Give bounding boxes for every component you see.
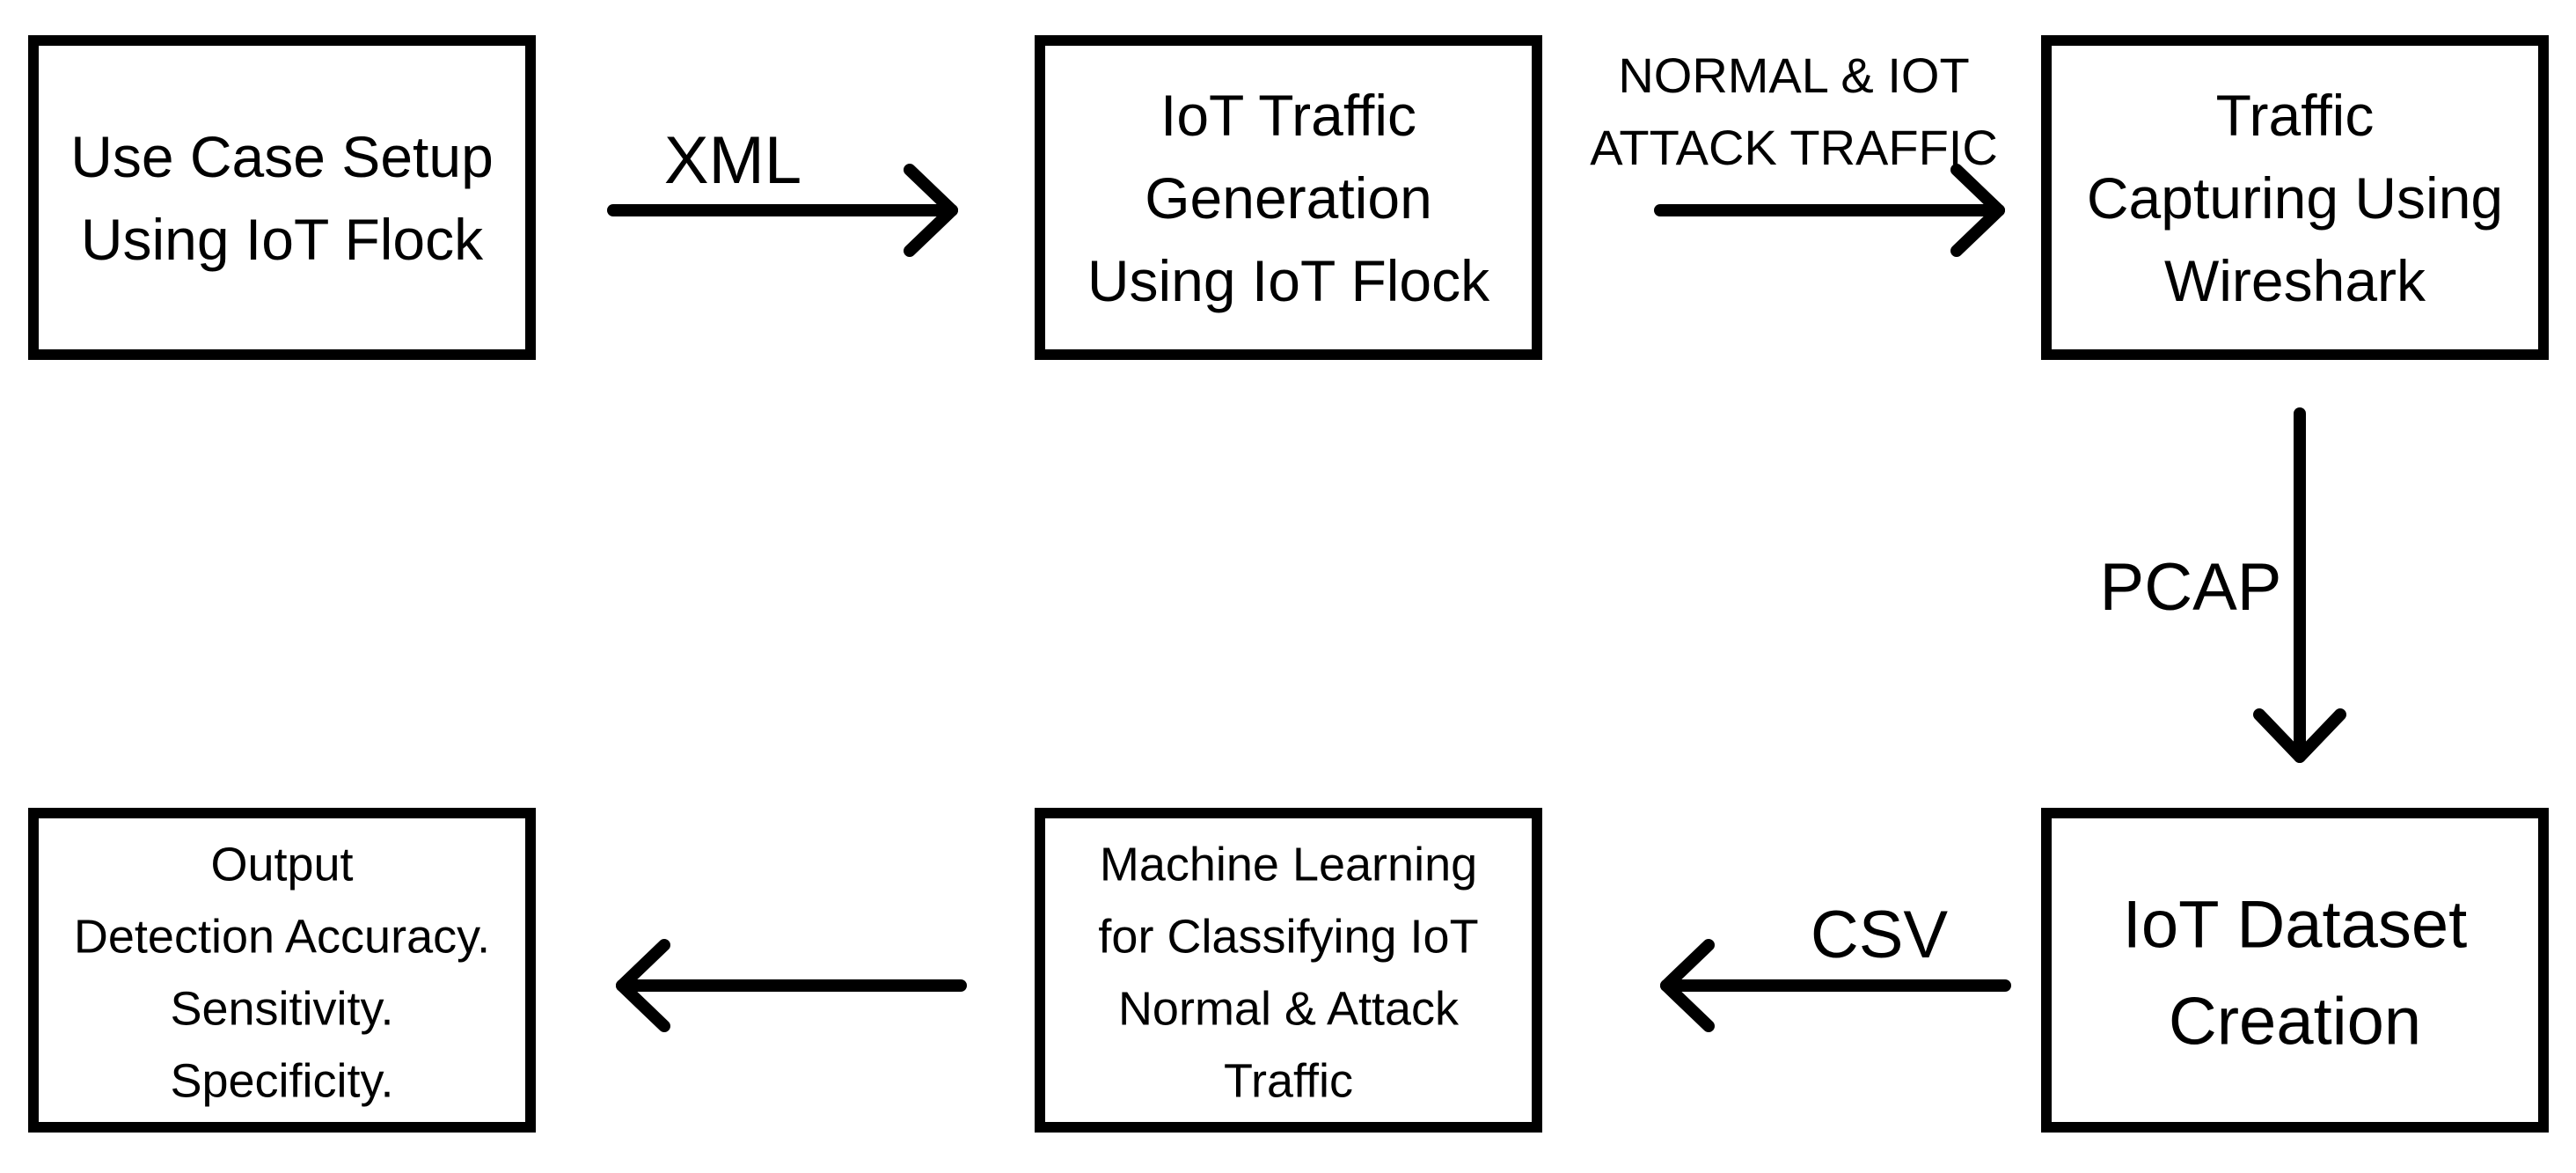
- node-label-line: Generation: [1145, 165, 1432, 231]
- edges-layer: XML NORMAL & IOT ATTACK TRAFFIC PCAP CSV: [607, 48, 2346, 1032]
- edge-label-line: PCAP: [2100, 550, 2282, 625]
- edge-label-line: XML: [664, 123, 801, 198]
- node-machine-learning: Machine Learning for Classifying IoT Norma…: [1035, 808, 1542, 1133]
- node-label-line: Capturing Using: [2087, 165, 2503, 231]
- node-label-line: Sensitivity.: [170, 982, 393, 1035]
- node-label-line: Traffic: [2216, 83, 2375, 148]
- node-label-line: Traffic: [1224, 1054, 1353, 1107]
- node-label-line: Output: [210, 838, 353, 891]
- node-label-line: IoT Dataset: [2123, 887, 2467, 962]
- edge-machine-learning-to-output: [616, 939, 967, 1032]
- node-box-machine-learning: [1035, 808, 1542, 1133]
- arrow-head: [2253, 708, 2346, 763]
- edge-label-line: ATTACK TRAFFIC: [1590, 120, 1998, 175]
- arrow-head: [1950, 164, 2005, 257]
- node-box-traffic-capturing: [2041, 35, 2549, 360]
- node-label-line: for Classifying IoT: [1098, 910, 1478, 963]
- node-label-line: Using IoT Flock: [81, 207, 484, 272]
- edge-label-line: NORMAL & IOT: [1618, 48, 1969, 103]
- edge-iot-traffic-generation-to-traffic-capturing: NORMAL & IOT ATTACK TRAFFIC: [1590, 48, 2005, 257]
- node-label-line: IoT Traffic: [1160, 83, 1416, 148]
- node-box-use-case-setup: [28, 35, 536, 360]
- arrow-head: [616, 939, 670, 1032]
- node-label-line: Wireshark: [2164, 248, 2426, 313]
- node-label-line: Specificity.: [170, 1054, 393, 1107]
- node-label-line: Using IoT Flock: [1087, 248, 1490, 313]
- node-label-line: Creation: [2169, 984, 2421, 1059]
- node-label-line: Detection Accuracy.: [74, 910, 490, 963]
- node-box-output: [28, 808, 536, 1133]
- node-box-iot-dataset-creation: [2041, 808, 2549, 1133]
- node-label-line: Machine Learning: [1100, 838, 1477, 891]
- edge-traffic-capturing-to-iot-dataset-creation: PCAP: [2100, 407, 2346, 763]
- node-label-line: Normal & Attack: [1118, 982, 1460, 1035]
- node-box-iot-traffic-generation: [1035, 35, 1542, 360]
- edge-label-line: CSV: [1811, 898, 1949, 972]
- node-label-line: Use Case Setup: [70, 124, 494, 189]
- arrow-head: [1660, 939, 1715, 1032]
- arrow-head: [904, 164, 958, 257]
- edge-use-case-setup-to-iot-traffic-generation: XML: [607, 123, 958, 257]
- edge-iot-dataset-creation-to-machine-learning: CSV: [1660, 898, 2011, 1032]
